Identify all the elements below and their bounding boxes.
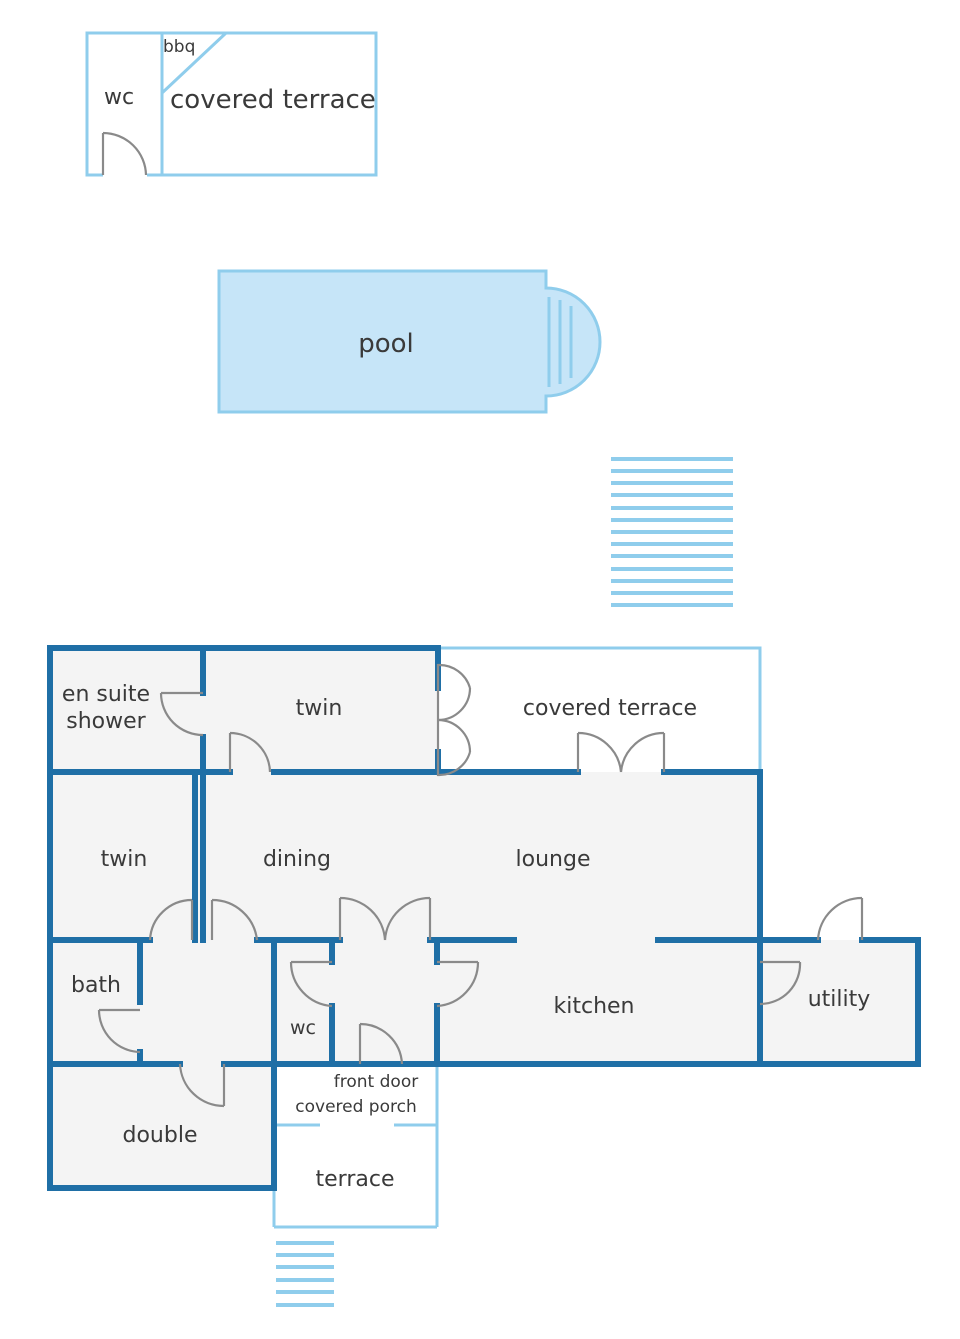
- dining-label: dining: [263, 847, 331, 872]
- wc-door-swing: [102, 131, 148, 176]
- lounge-label: lounge: [516, 847, 591, 872]
- bath-label: bath: [71, 973, 121, 998]
- wc-label: wc: [290, 1017, 316, 1039]
- pool-label: pool: [358, 329, 414, 359]
- wc-door-gap: [103, 170, 147, 180]
- outbuilding: wc bbq covered terrace: [85, 31, 378, 180]
- porch-steps: [276, 1241, 334, 1307]
- terrace-label: terrace: [316, 1167, 395, 1192]
- pool: pool: [217, 269, 602, 414]
- en-suite-label: en suite: [62, 682, 150, 707]
- outbuilding-outline: [85, 31, 378, 177]
- main-walls: [47, 645, 921, 1191]
- covered-terrace-label: covered terrace: [523, 696, 697, 721]
- house-floor: [50, 648, 918, 1188]
- pool-outline: [217, 269, 602, 414]
- outbuilding-covered-terrace-label: covered terrace: [170, 85, 376, 115]
- garden-steps: [611, 457, 733, 607]
- front-door-label: front door: [334, 1072, 418, 1092]
- twin-upper-label: twin: [296, 696, 343, 721]
- kitchen-label: kitchen: [554, 994, 635, 1019]
- twin-left-label: twin: [101, 847, 148, 872]
- bbq-label: bbq: [163, 37, 195, 57]
- doors: [97, 663, 864, 1108]
- utility-label: utility: [808, 987, 871, 1012]
- shower-label: shower: [66, 709, 146, 734]
- double-label: double: [123, 1123, 198, 1148]
- covered-porch-label: covered porch: [295, 1097, 416, 1117]
- bbq-diagonal: [160, 31, 228, 95]
- room-labels: en suite shower twin covered terrace twi…: [62, 682, 870, 1192]
- light-walls: [272, 646, 762, 1229]
- outbuilding-wc-label: wc: [104, 85, 134, 110]
